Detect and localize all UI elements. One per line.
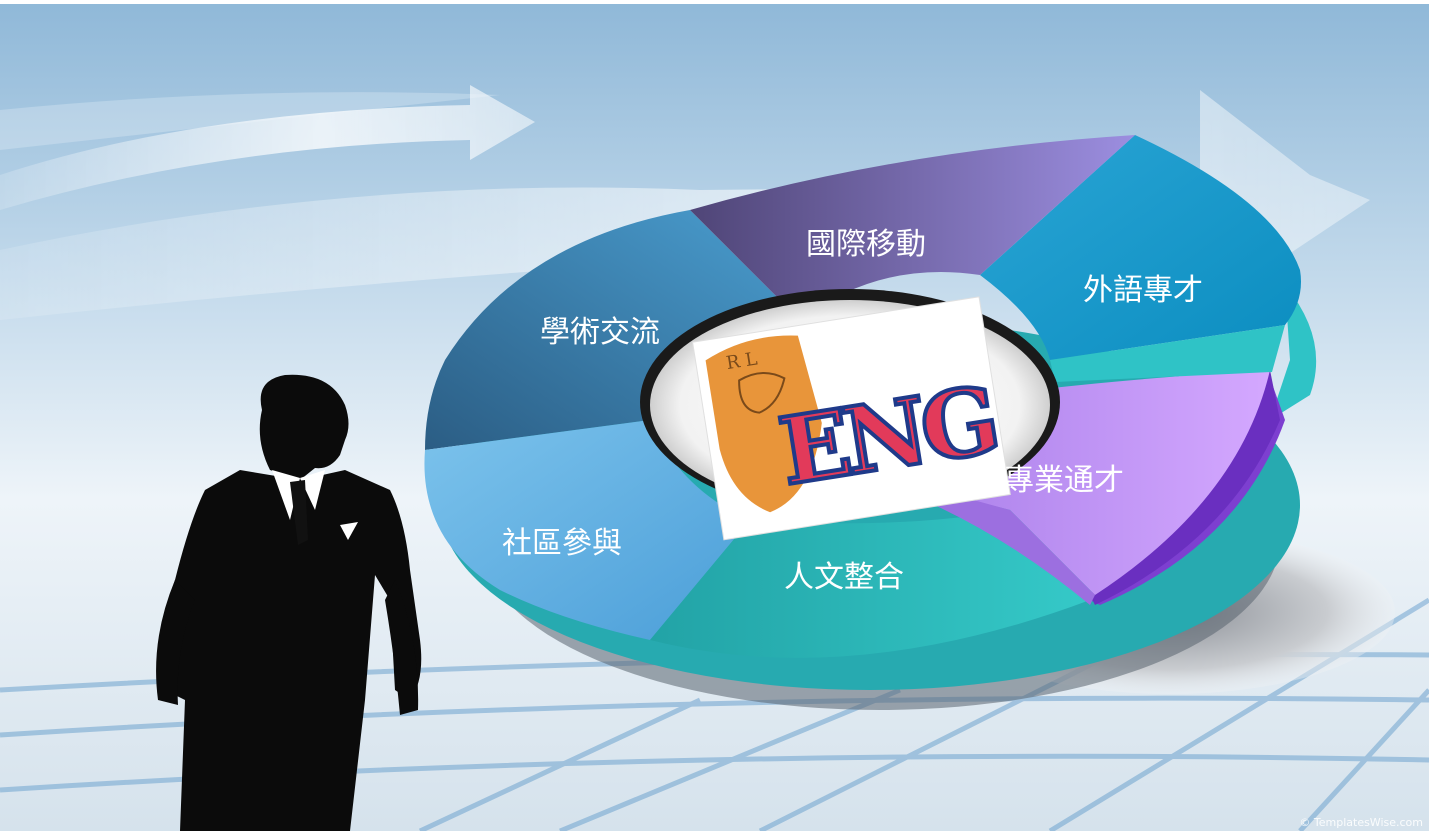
- template-credit: © TemplatesWise.com: [1299, 816, 1423, 829]
- label-waiyu: 外語專才: [1083, 273, 1203, 308]
- segment-renwen: [650, 510, 1090, 658]
- cycle-diagram: R L ENG 國際移動 外語專才 專業通才 人文整合 社區參與 學術交流: [424, 135, 1317, 710]
- eng-logo-icon: R L ENG: [692, 296, 1011, 541]
- label-guoji: 國際移動: [806, 227, 926, 262]
- label-zhuanye: 專業通才: [1004, 463, 1124, 498]
- segment-guoji: [690, 135, 1135, 320]
- label-renwen: 人文整合: [784, 560, 904, 595]
- logo-small-letters: R L: [725, 348, 759, 374]
- segment-xueshu: [425, 210, 800, 450]
- segment-shequ: [424, 420, 750, 640]
- segment-waiyu: [980, 135, 1301, 360]
- segment-waiyu-edge: [1050, 325, 1285, 382]
- label-xueshu: 學術交流: [540, 315, 660, 350]
- businessman-silhouette-icon: [156, 374, 422, 831]
- background-arrows-decoration: [0, 85, 1370, 320]
- disk-side-right: [1270, 285, 1317, 420]
- label-shequ: 社區參與: [502, 526, 622, 561]
- shirt-collar: [272, 470, 358, 545]
- top-border: [0, 0, 1429, 4]
